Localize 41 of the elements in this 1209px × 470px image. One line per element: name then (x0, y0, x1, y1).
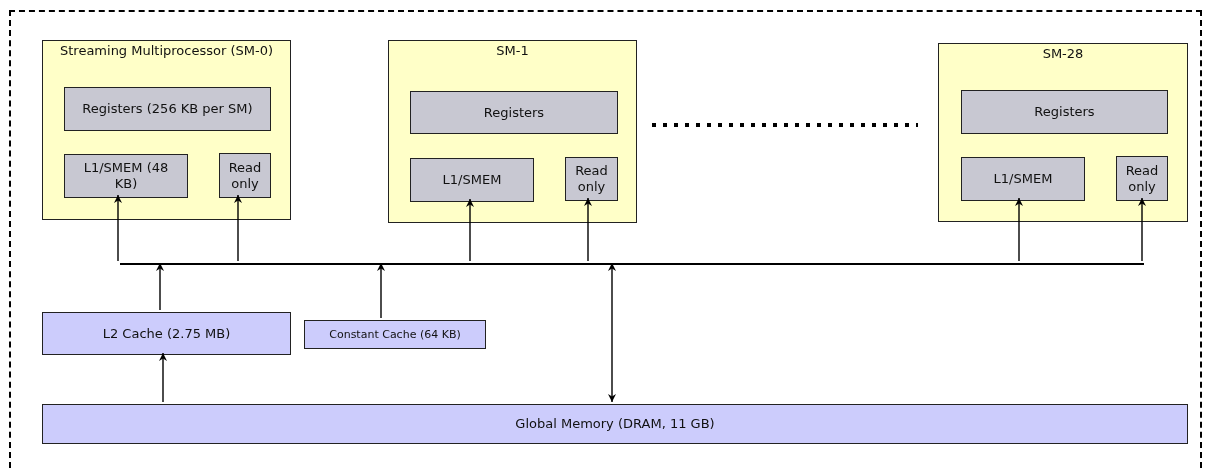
arrow (608, 262, 616, 403)
box-label: Global Memory (DRAM, 11 GB) (515, 416, 715, 432)
box-label: L1/SMEM (993, 171, 1053, 187)
memory-box (304, 320, 486, 349)
box-label: Read only (574, 163, 609, 195)
memory-unit-box (961, 90, 1168, 134)
memory-unit-box (961, 157, 1085, 201)
memory-unit-box (1116, 156, 1168, 201)
arrow (1015, 197, 1023, 262)
box-label: L1/SMEM (48 KB) (82, 160, 170, 192)
multiprocessor-box (42, 40, 291, 220)
arrow (156, 262, 164, 311)
memory-unit-box (219, 153, 271, 198)
box-label: L2 Cache (2.75 MB) (102, 325, 231, 342)
box-label: Read only (227, 159, 263, 192)
box-label: Registers (483, 104, 545, 121)
arrow (466, 198, 474, 262)
multiprocessor-box (388, 40, 637, 223)
box-label: Registers (1034, 104, 1095, 120)
boundary-frame (9, 10, 1202, 468)
memory-unit-box (410, 158, 534, 202)
arrow (114, 194, 122, 262)
memory-unit-box (64, 154, 188, 198)
arrow (234, 194, 242, 262)
box-label: SM-28 (1041, 46, 1085, 62)
box-label: Constant Cache (64 KB) (329, 327, 461, 342)
memory-unit-box (565, 157, 618, 201)
box-label: Streaming Multiprocessor (SM-0) (59, 43, 274, 59)
arrow (584, 197, 592, 262)
box-label: Registers (256 KB per SM) (82, 101, 253, 117)
box-label: L1/SMEM (442, 172, 502, 188)
bus-line (120, 263, 1144, 265)
arrow (377, 262, 385, 319)
multiprocessor-box (938, 43, 1188, 222)
box-label: SM-1 (495, 43, 530, 59)
box-label: Read only (1124, 162, 1160, 195)
memory-box (42, 312, 291, 355)
memory-unit-box (410, 91, 618, 134)
arrow (1138, 197, 1146, 262)
memory-box (42, 404, 1188, 444)
memory-unit-box (64, 87, 271, 131)
